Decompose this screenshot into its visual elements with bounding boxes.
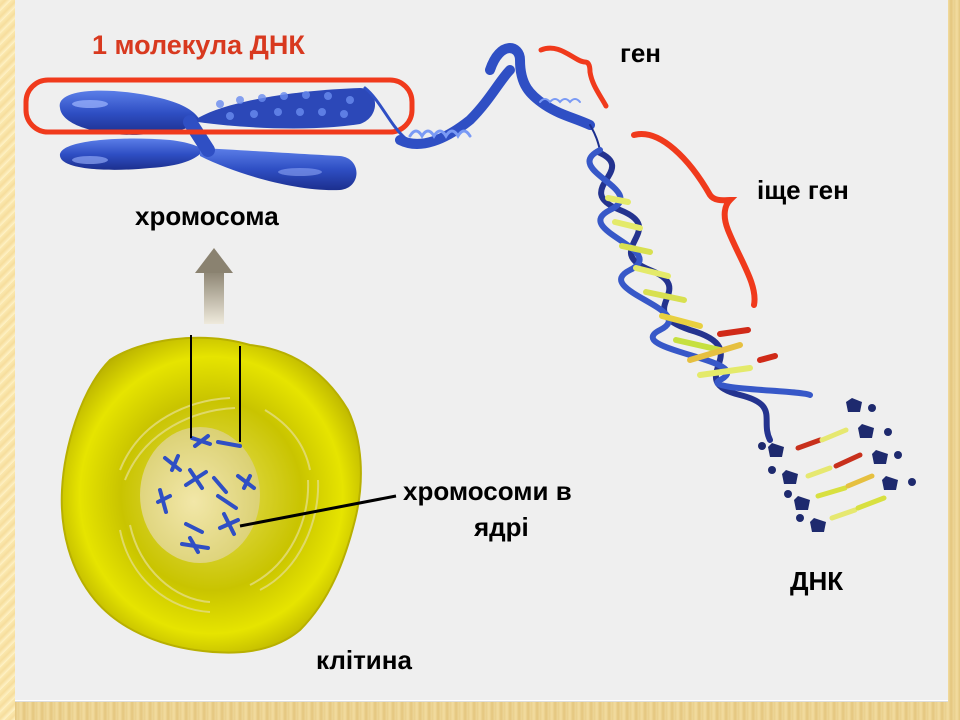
chromosome-illustration	[59, 88, 376, 191]
dna-double-helix	[586, 147, 813, 443]
chromosomes-in-nucleus-label-line2: ядрі	[474, 512, 529, 542]
chromosome-label: хромосома	[135, 201, 279, 231]
arrow-up-icon	[195, 248, 233, 324]
cell-illustration	[60, 335, 362, 654]
another-gene-label: іще ген	[757, 175, 849, 205]
cell-label: клітина	[316, 645, 412, 675]
gene-label: ген	[620, 38, 661, 68]
dna-nucleotide-ladder	[758, 398, 916, 532]
dna-label: ДНК	[790, 566, 844, 596]
highlight-box	[23, 77, 415, 135]
dna-molecule-title: 1 молекула ДНК	[92, 30, 305, 60]
gene-brace	[538, 45, 609, 109]
another-gene-brace	[631, 131, 758, 308]
chromosomes-in-nucleus-label-line1: хромосоми в	[403, 476, 572, 506]
frame-left-border	[0, 0, 15, 720]
chromatin-fiber	[363, 43, 601, 151]
nucleus-leader-line	[239, 494, 397, 528]
